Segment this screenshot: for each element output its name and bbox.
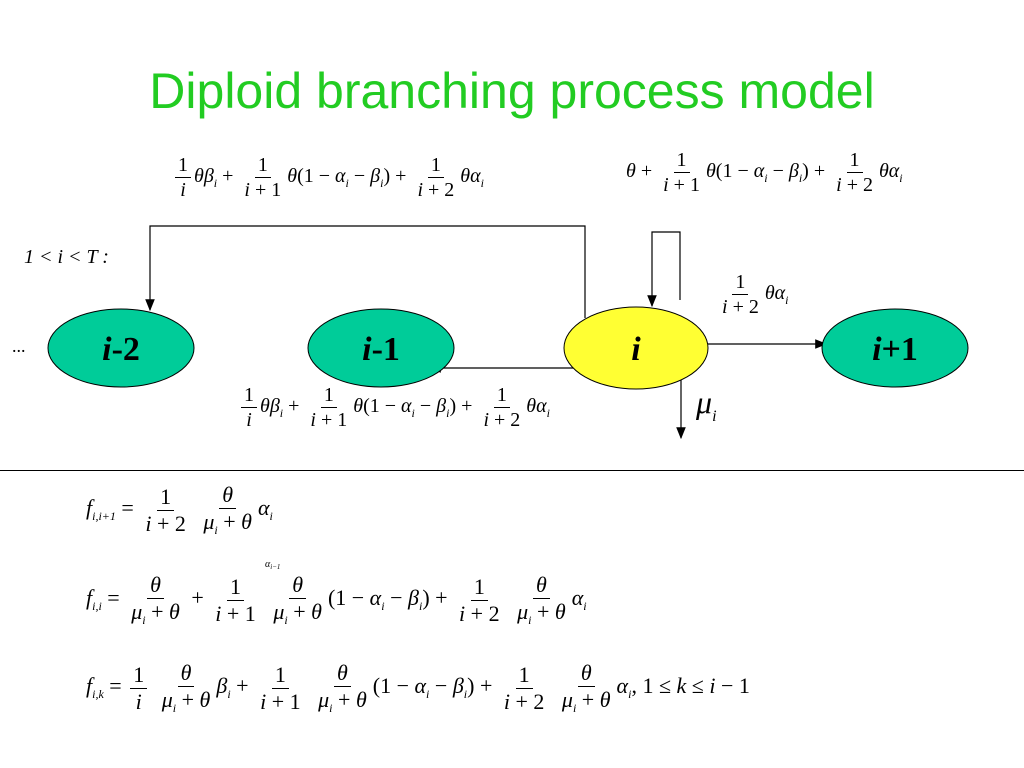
arrow-self-loop-i [647,231,681,308]
divider-line [0,470,1024,471]
node-label-i: i [631,331,641,368]
node-i-1 [307,308,455,388]
node-i [563,306,709,390]
node-i+1 [821,308,969,388]
node-label-i+1: i+1 [872,331,918,368]
slide-title: Diploid branching process model [149,63,875,119]
condition-label: 1 < i < T : [24,246,109,268]
tiny-alpha-label: αi−1 [265,559,281,571]
death-rate-label: μi [696,384,717,425]
ellipsis-label: ... [12,336,26,356]
node-label-i-2: i-2 [102,331,140,368]
node-i-2 [47,308,195,388]
node-label-i-1: i-1 [362,331,400,368]
arrow-i-to-i-2 [145,225,586,318]
